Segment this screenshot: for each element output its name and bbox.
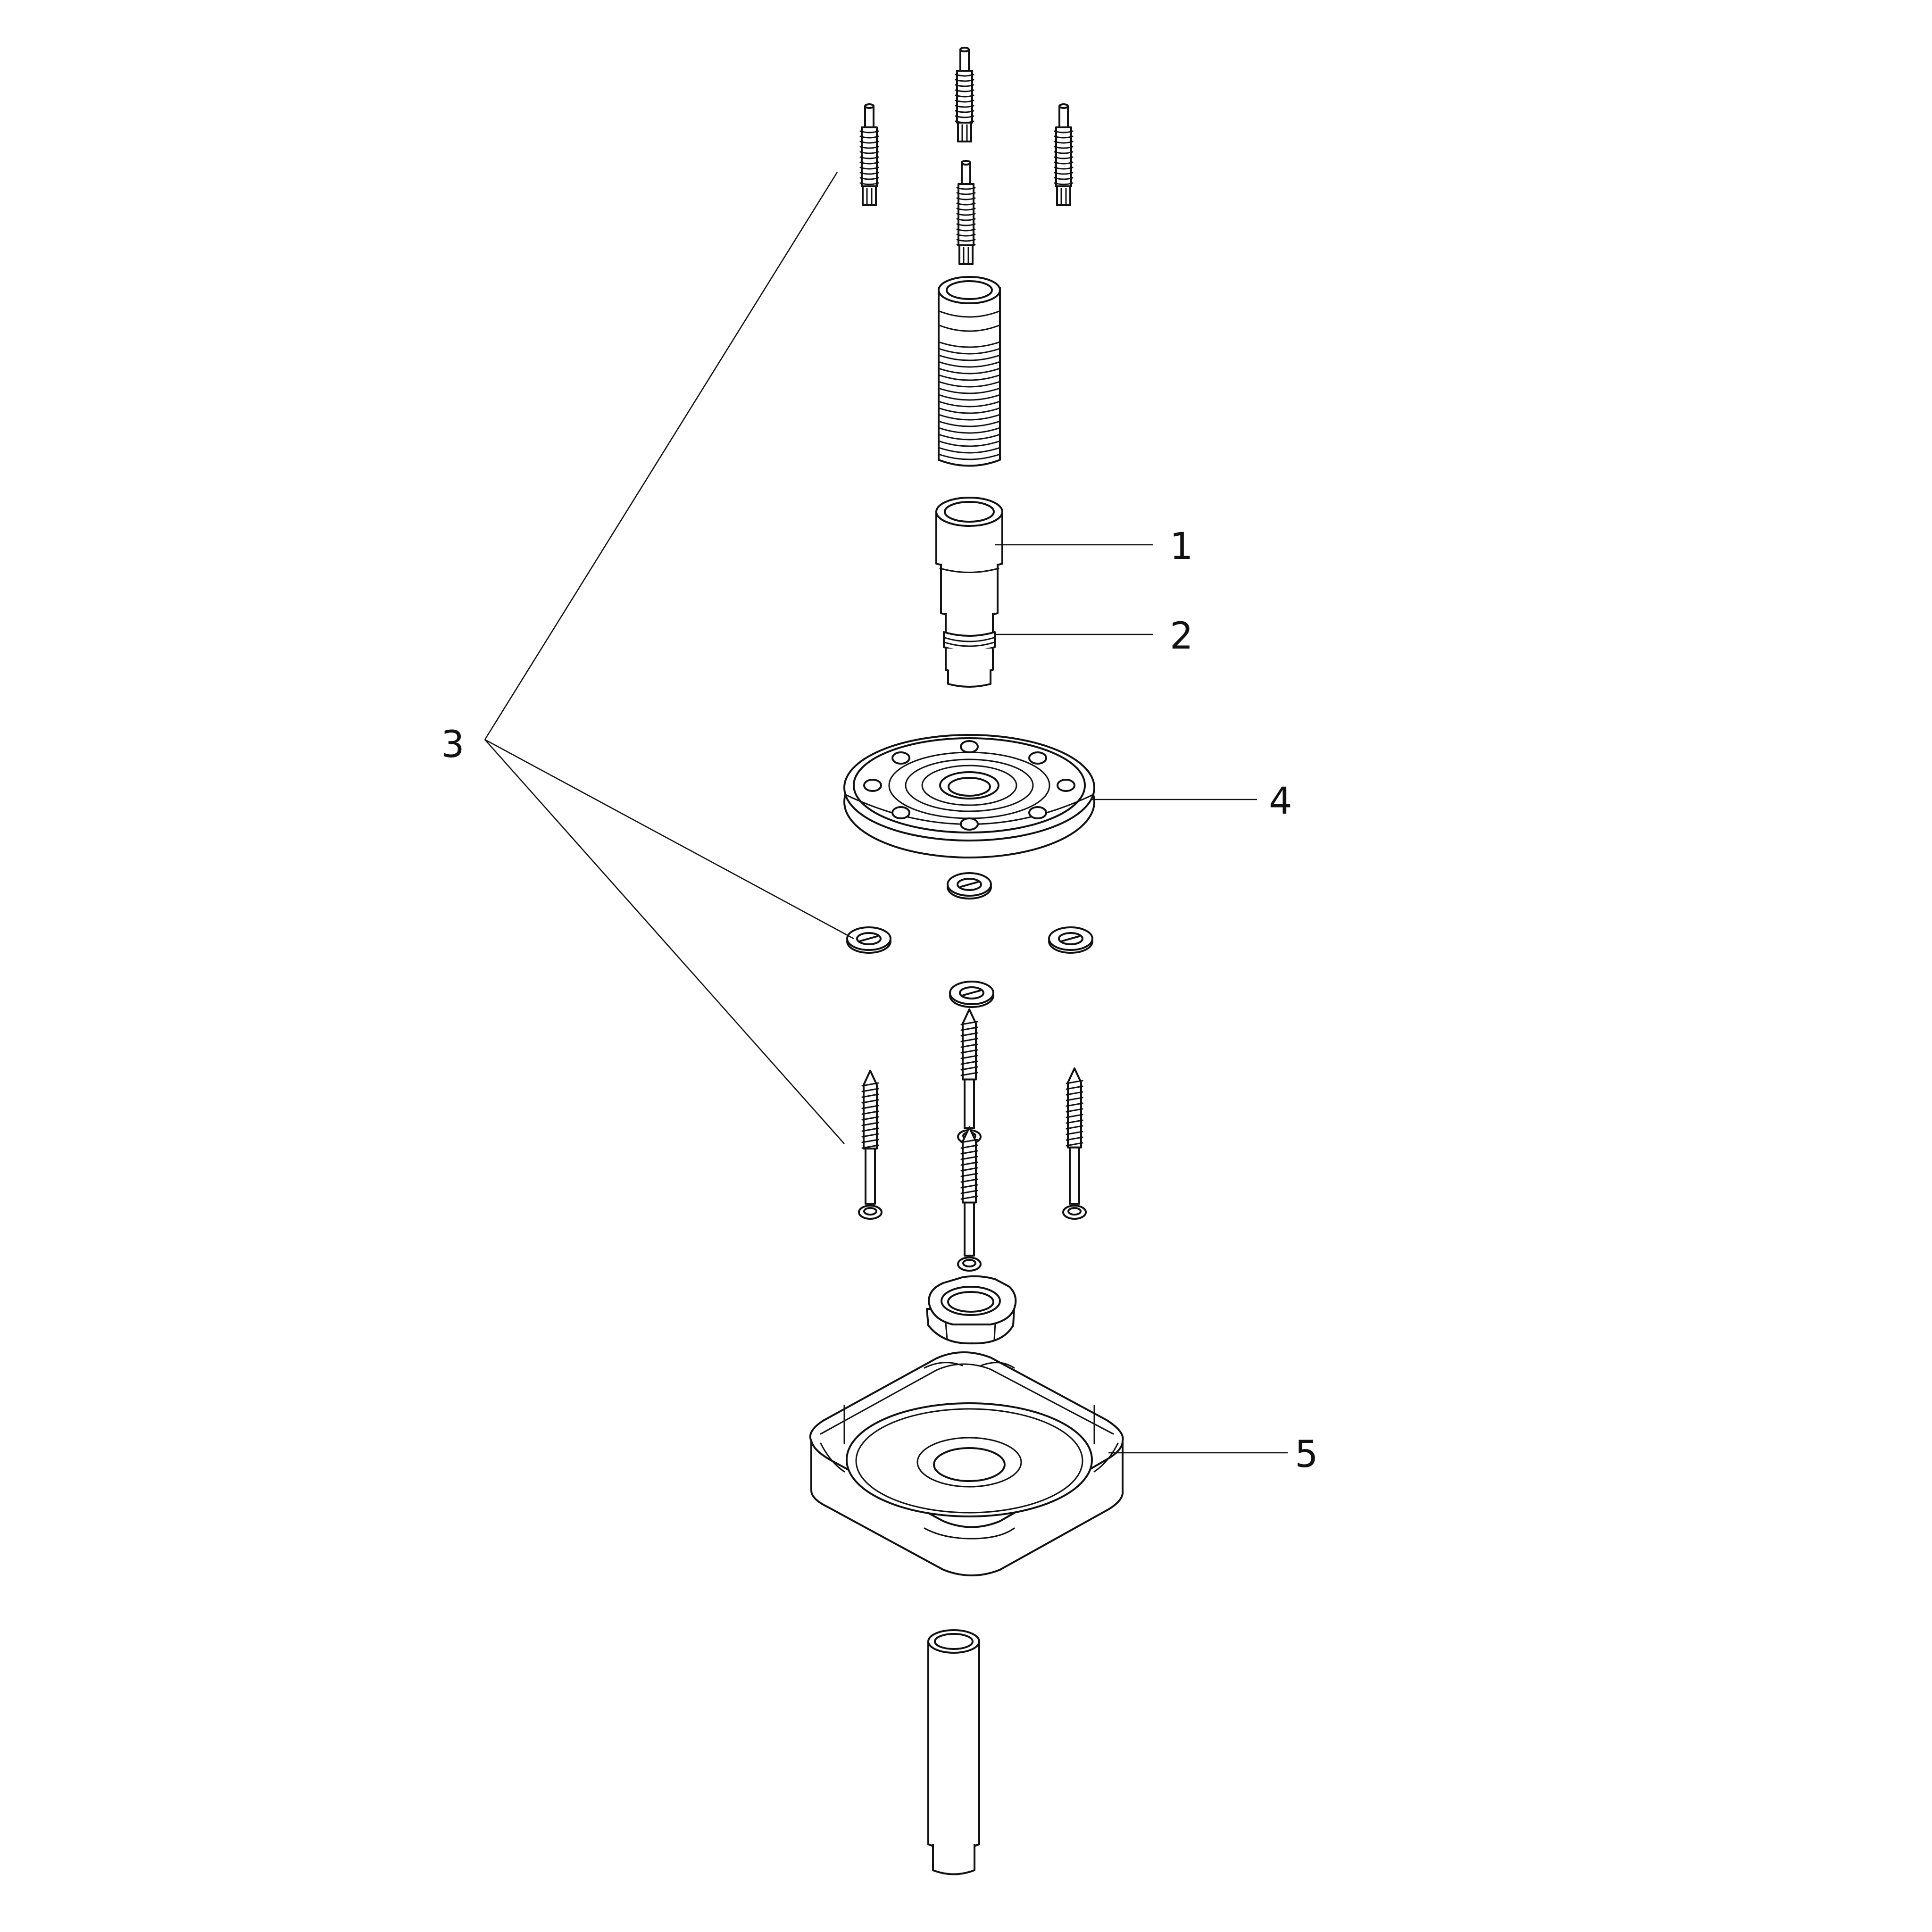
escutcheon-base (809, 1351, 1124, 1576)
wood-screw (957, 1126, 982, 1272)
washer (949, 981, 994, 1008)
washer (947, 872, 992, 899)
slotted-washers (846, 872, 1093, 1008)
washer (846, 926, 891, 954)
callout-labels: 1 2 3 4 5 (441, 525, 1318, 1476)
threaded-set-screws (859, 47, 1074, 265)
connector-nipple (935, 497, 1003, 688)
mounting-plate (843, 734, 1095, 858)
callout-4: 4 (1269, 780, 1292, 823)
o-ring (943, 631, 996, 652)
set-screw (859, 103, 879, 206)
wood-screw (858, 1070, 883, 1220)
wood-screws (858, 1008, 1087, 1272)
threaded-extension-sleeve (938, 276, 1001, 467)
washer (1048, 926, 1093, 954)
extension-pipe (927, 1629, 980, 1875)
set-screw (956, 160, 976, 265)
set-screw (955, 47, 974, 142)
wood-screw (1062, 1067, 1087, 1220)
leader-lines (484, 172, 1288, 1454)
callout-5: 5 (1295, 1433, 1318, 1476)
lock-nut (926, 1275, 1017, 1345)
callout-2: 2 (1170, 615, 1193, 658)
set-screw (1054, 103, 1074, 206)
callout-1: 1 (1170, 525, 1193, 568)
wood-screw (957, 1008, 982, 1144)
callout-3: 3 (441, 724, 465, 766)
